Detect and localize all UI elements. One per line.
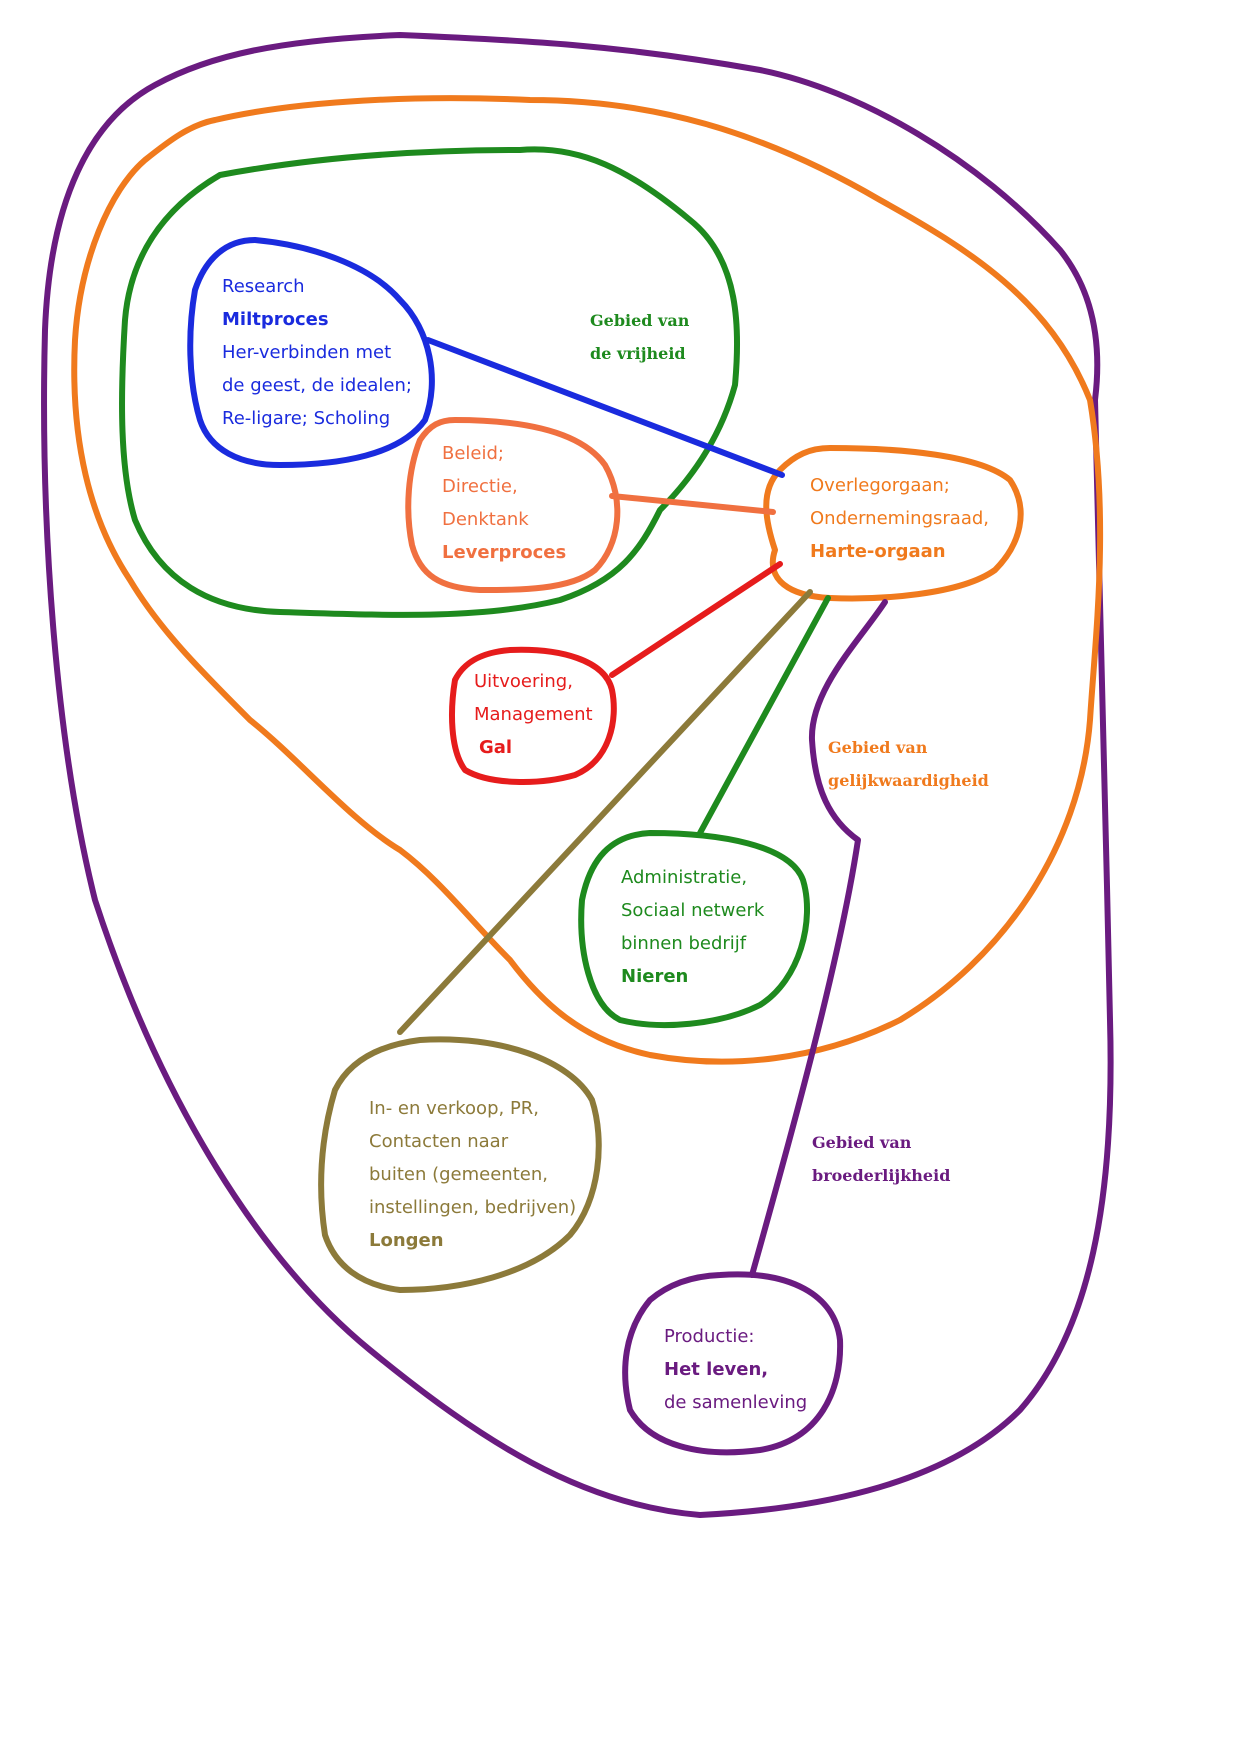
productie-line2: Het leven, — [664, 1359, 769, 1380]
administratie-line3: binnen bedrijf — [621, 933, 747, 954]
beleid-node-outline — [405, 417, 621, 593]
zone-label-vrijheid: Gebied van de vrijheid — [590, 304, 689, 370]
overleg-line2: Ondernemingsraad, — [810, 508, 989, 529]
orange-boundary — [71, 95, 1104, 1065]
overleg-node-label: Overlegorgaan; Ondernemingsraad, Harte-o… — [810, 469, 989, 568]
zone-label-vrijheid-line1: Gebied van — [590, 311, 690, 330]
research-line3: Her-verbinden met — [222, 342, 392, 363]
administratie-line4: Nieren — [621, 966, 689, 987]
verkoop-node-label: In- en verkoop, PR, Contacten naar buite… — [369, 1092, 576, 1257]
verkoop-node-outline — [318, 1036, 602, 1293]
uitvoering-line3: Gal — [479, 737, 513, 758]
verkoop-line2: Contacten naar — [369, 1131, 509, 1152]
beleid-line1: Beleid; — [442, 443, 504, 464]
verkoop-line5: Longen — [369, 1230, 444, 1251]
research-node-outline — [187, 237, 435, 468]
research-node-label: Research Miltproces Her-verbinden met de… — [222, 270, 412, 435]
administratie-line1: Administratie, — [621, 867, 748, 888]
beleid-line2: Directie, — [442, 476, 518, 497]
overleg-line1: Overlegorgaan; — [810, 475, 950, 496]
overleg-node-outline — [763, 445, 1024, 602]
administratie-node-label: Administratie, Sociaal netwerk binnen be… — [621, 861, 764, 993]
outer-boundary-purple — [41, 32, 1114, 1518]
connector-uitvoering-overleg — [609, 561, 783, 678]
connector-beleid-overleg — [609, 493, 776, 515]
zone-label-broederlijkheid-line1: Gebied van — [812, 1133, 912, 1152]
verkoop-line1: In- en verkoop, PR, — [369, 1098, 540, 1119]
zone-label-gelijkwaardigheid-line1: Gebied van — [828, 738, 928, 757]
uitvoering-node-outline — [449, 646, 617, 785]
administratie-node-outline — [578, 830, 811, 1028]
zone-label-gelijkwaardigheid: Gebied van gelijkwaardigheid — [828, 731, 989, 797]
zone-label-broederlijkheid: Gebied van broederlijkheid — [812, 1126, 950, 1192]
beleid-line3: Denktank — [442, 509, 529, 530]
green-boundary — [119, 146, 741, 618]
research-line5: Re-ligare; Scholing — [222, 408, 391, 429]
beleid-line4: Leverproces — [442, 542, 567, 563]
zone-label-gelijkwaardigheid-line2: gelijkwaardigheid — [828, 771, 989, 790]
administratie-line2: Sociaal netwerk — [621, 900, 765, 921]
beleid-node-label: Beleid; Directie, Denktank Leverproces — [442, 437, 566, 569]
verkoop-line3: buiten (gemeenten, — [369, 1164, 548, 1185]
productie-node-outline — [622, 1271, 844, 1456]
uitvoering-line2: Management — [474, 704, 593, 725]
connector-verkoop-overleg — [397, 589, 813, 1035]
research-line1: Research — [222, 276, 305, 297]
productie-line1: Productie: — [664, 1326, 755, 1347]
zone-label-vrijheid-line2: de vrijheid — [590, 344, 686, 363]
uitvoering-line1: Uitvoering, — [474, 671, 573, 692]
zone-label-broederlijkheid-line2: broederlijkheid — [812, 1166, 951, 1185]
productie-line3: de samenleving — [664, 1392, 808, 1413]
productie-node-label: Productie: Het leven, de samenleving — [664, 1320, 807, 1419]
research-line2: Miltproces — [222, 309, 329, 330]
connector-administratie-overleg — [697, 595, 831, 836]
uitvoering-node-label: Uitvoering, Management Gal — [474, 665, 593, 764]
overleg-line3: Harte-orgaan — [810, 541, 946, 562]
verkoop-line4: instellingen, bedrijven) — [369, 1197, 577, 1218]
research-line4: de geest, de idealen; — [222, 375, 412, 396]
connector-productie-overleg — [749, 599, 888, 1278]
connector-research-overleg — [425, 337, 785, 478]
